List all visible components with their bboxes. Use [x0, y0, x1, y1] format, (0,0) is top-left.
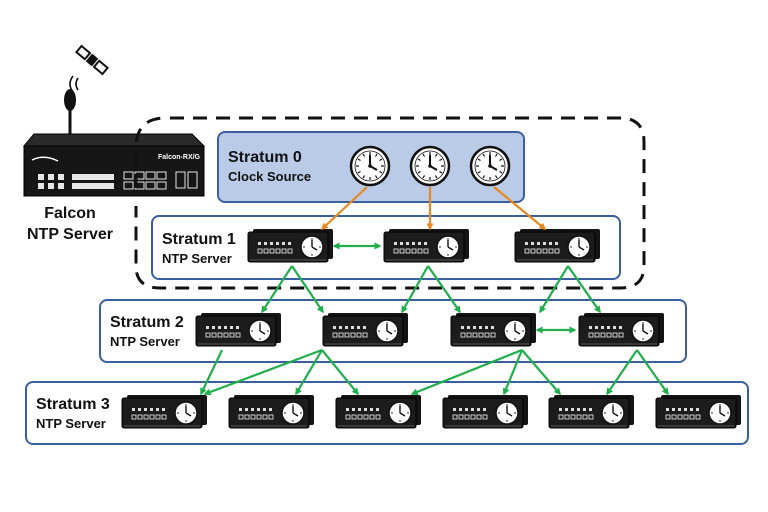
stratum0-panel: Stratum 0 Clock Source: [217, 131, 525, 203]
ntp-server-icon: [514, 228, 601, 263]
stratum1-title: Stratum 1: [162, 231, 236, 248]
stratum1-panel: Stratum 1 NTP Server: [151, 215, 621, 280]
stratum0-subtitle: Clock Source: [228, 169, 311, 184]
stratum3-title: Stratum 3: [36, 396, 110, 413]
stratum1-to-stratum2-arrows: [261, 265, 601, 314]
falcon-scope-dashed-border: [134, 116, 646, 290]
stratum0-title: Stratum 0: [228, 149, 302, 166]
clock-icon: [469, 145, 511, 187]
ntp-server-icon: [322, 312, 409, 347]
ntp-server-icon: [578, 312, 665, 347]
gps-antenna-icon: [64, 89, 76, 134]
stratum2-title: Stratum 2: [110, 314, 184, 331]
stratum3-panel: Stratum 3 NTP Server: [25, 381, 749, 445]
ntp-server-icon: [247, 228, 334, 263]
stratum2-subtitle: NTP Server: [110, 334, 180, 349]
clock-icon: [349, 145, 391, 187]
stratum2-panel: Stratum 2 NTP Server: [99, 299, 687, 363]
ntp-server-icon: [195, 312, 282, 347]
ntp-server-icon: [335, 394, 422, 429]
ntp-server-icon: [442, 394, 529, 429]
stratum3-subtitle: NTP Server: [36, 416, 106, 431]
ntp-server-icon: [383, 228, 470, 263]
ntp-server-icon: [121, 394, 208, 429]
stratum2-to-stratum3-arrows: [200, 348, 669, 396]
peer-arrows: [332, 242, 577, 334]
falcon-device-label: Falcon-RX/G: [158, 154, 201, 161]
clock-icon: [409, 145, 451, 187]
ntp-server-icon: [548, 394, 635, 429]
ntp-server-icon: [450, 312, 537, 347]
falcon-name-line2: NTP Server: [27, 226, 113, 243]
falcon-device: Falcon-RX/G: [22, 133, 206, 197]
satellite-icon: [74, 44, 110, 76]
clock-to-stratum1-arrows: [320, 186, 547, 231]
ntp-server-icon: [655, 394, 742, 429]
stratum1-subtitle: NTP Server: [162, 251, 232, 266]
falcon-name-line1: Falcon: [44, 205, 96, 222]
ntp-server-icon: [228, 394, 315, 429]
